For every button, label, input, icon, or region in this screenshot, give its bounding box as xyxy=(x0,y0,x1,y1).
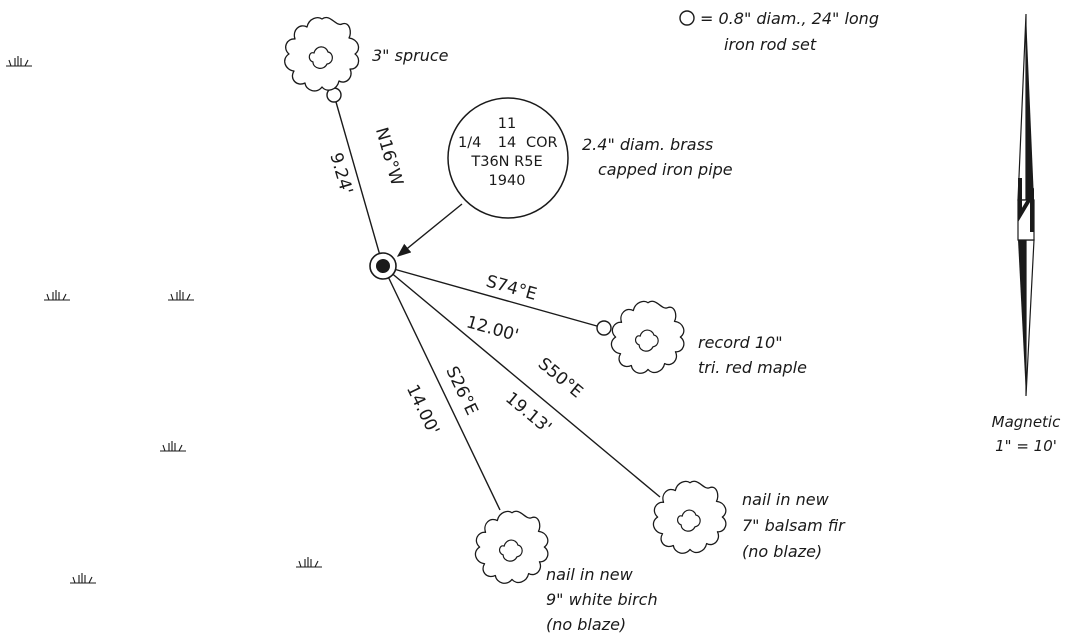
bearing-label-se: S50°E xyxy=(534,354,587,402)
tree-fir-label-line2: 7" balsam fir xyxy=(742,516,846,535)
grass-symbol xyxy=(44,290,70,301)
legend-iron-rod-symbol xyxy=(679,10,695,26)
bearing-line-fir xyxy=(382,265,661,498)
grass-symbol xyxy=(6,56,32,67)
tree-birch-label-line1: nail in new xyxy=(546,565,634,584)
legend-text-line2: iron rod set xyxy=(724,35,817,54)
tree-birch-symbol xyxy=(474,510,549,584)
tree-birch-label-line2: 9" white birch xyxy=(546,590,658,609)
corner-desc-line2: capped iron pipe xyxy=(598,160,733,179)
distance-label-se: 19.13' xyxy=(501,388,555,438)
cap-text-quarter: 1/4 xyxy=(458,135,481,151)
grass-symbol xyxy=(296,557,322,568)
cap-text-11: 11 xyxy=(498,116,516,132)
cap-text-14: 14 xyxy=(498,135,516,151)
tree-fir-symbol xyxy=(652,480,727,554)
tree-maple-label-line2: tri. red maple xyxy=(698,358,807,377)
scale-label: 1" = 10' xyxy=(995,437,1057,455)
north-arrow-label: Magnetic xyxy=(992,413,1061,431)
legend-text-line1: = 0.8" diam., 24" long xyxy=(700,9,879,28)
cap-text-township: T36N R5E xyxy=(470,154,542,170)
distance-label-s: 14.00' xyxy=(402,381,443,438)
bearing-label-nw: N16°W xyxy=(371,125,407,188)
bearing-line-spruce xyxy=(333,94,384,267)
bearing-label-s: S26°E xyxy=(441,363,481,418)
tree-spruce-symbol xyxy=(284,16,360,92)
tree-fir-label-line3: (no blaze) xyxy=(742,542,822,561)
tree-fir-label-line1: nail in new xyxy=(742,490,830,509)
corner-monument xyxy=(369,252,397,280)
cap-text-cor: COR xyxy=(526,135,558,151)
tree-maple-label-line1: record 10" xyxy=(698,333,783,352)
cap-text-year: 1940 xyxy=(489,173,526,189)
iron-rod-marker-maple xyxy=(596,320,612,336)
tree-birch-label-line3: (no blaze) xyxy=(546,615,626,634)
cap-leader-arrow xyxy=(396,203,463,257)
bearing-line-birch xyxy=(382,265,501,511)
bearing-label-e: S74°E xyxy=(484,272,539,305)
north-arrow-icon xyxy=(1017,13,1035,397)
grass-symbol xyxy=(160,441,186,452)
corner-desc-line1: 2.4" diam. brass xyxy=(582,135,713,154)
tree-spruce-label: 3" spruce xyxy=(372,46,449,65)
grass-symbol xyxy=(168,290,194,301)
tree-maple-symbol xyxy=(610,300,685,374)
brass-cap: 11 1/4 14 COR T36N R5E 1940 xyxy=(447,97,569,219)
bearing-line-maple xyxy=(382,265,605,329)
grass-symbol xyxy=(70,573,96,584)
